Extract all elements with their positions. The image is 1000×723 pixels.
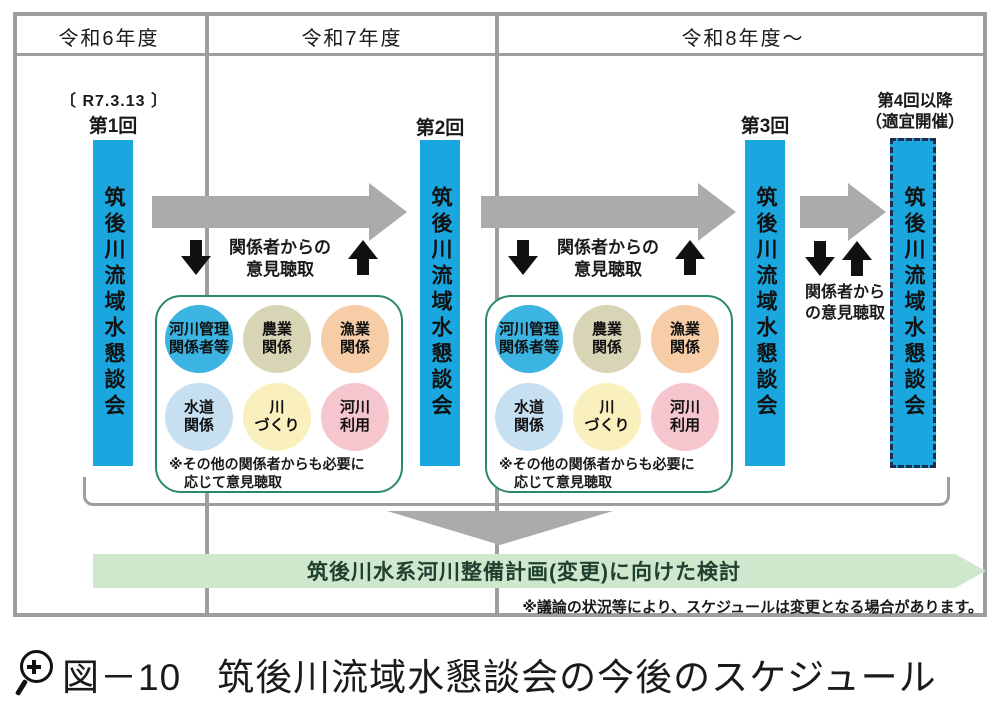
stakeholder-circle-river-use: 河川利用 xyxy=(651,383,719,451)
stakeholder-box-2: 河川管理関係者等 農業関係 漁業関係 水道関係 川づくり 河川利用 ※その他の関… xyxy=(485,295,733,493)
timeline-arrow-2 xyxy=(481,183,736,241)
stakeholder-note-line2: 応じて意見聴取 xyxy=(184,474,282,491)
feedback-text-line: の意見聴取 xyxy=(804,304,885,322)
meeting3-label: 第3回 xyxy=(740,116,790,137)
stakeholder-circle-river-managers: 河川管理関係者等 xyxy=(495,305,563,373)
schedule-change-note: ※議論の状況等により、スケジュールは変更となる場合があります。 xyxy=(522,599,983,616)
meeting1-label: 第1回 xyxy=(88,116,138,137)
header-reiwa8: 令和8年度～ xyxy=(681,28,805,50)
stakeholder-circle-fishery: 漁業関係 xyxy=(651,305,719,373)
feedback-text-line: 関係者から xyxy=(804,284,885,301)
funnel-down-arrow-icon xyxy=(387,511,613,545)
stakeholder-note-line2: 応じて意見聴取 xyxy=(514,474,612,491)
timeline-arrow-1 xyxy=(152,183,407,241)
meeting4-bar-dashed: 筑後川流域水懇談会 xyxy=(890,138,936,468)
stakeholder-note-line1: ※その他の関係者からも必要に xyxy=(169,456,365,472)
review-band-arrow: 筑後川水系河川整備計画(変更)に向けた検討 xyxy=(93,554,955,588)
stakeholder-circle-river-building: 川づくり xyxy=(243,383,311,451)
stakeholder-note-line1: ※その他の関係者からも必要に xyxy=(499,456,695,472)
figure-caption: 図－10 筑後川流域水懇談会の今後のスケジュール xyxy=(12,642,937,706)
figure-title: 筑後川流域水懇談会の今後のスケジュール xyxy=(217,657,937,698)
meeting1-date: 〔 R7.3.13 〕 xyxy=(60,93,168,110)
arrow-head-icon xyxy=(369,183,407,241)
figure-number: 図－10 xyxy=(62,657,182,698)
feedback-text-line: 意見聴取 xyxy=(246,260,314,280)
stakeholder-note: ※その他の関係者からも必要に 応じて意見聴取 xyxy=(499,455,695,491)
chart-frame xyxy=(13,12,987,617)
meeting2-name: 筑後川流域水懇談会 xyxy=(429,186,452,420)
feedback-text-3: 関係者から の意見聴取 xyxy=(793,283,897,325)
meeting4-name: 筑後川流域水懇談会 xyxy=(902,186,925,420)
meeting2-label: 第2回 xyxy=(415,118,465,139)
header-reiwa6: 令和6年度 xyxy=(58,28,160,50)
timeline-arrow-3 xyxy=(800,183,886,241)
review-band-text: 筑後川水系河川整備計画(変更)に向けた検討 xyxy=(307,561,741,584)
down-arrow-icon xyxy=(181,240,211,275)
meeting2-bar: 筑後川流域水懇談会 xyxy=(420,140,460,466)
meeting3-name: 筑後川流域水懇談会 xyxy=(754,186,777,420)
stakeholder-box-1: 河川管理関係者等 農業関係 漁業関係 水道関係 川づくり 河川利用 ※その他の関… xyxy=(155,295,403,493)
stakeholder-circle-waterworks: 水道関係 xyxy=(165,383,233,451)
stakeholder-note: ※その他の関係者からも必要に 応じて意見聴取 xyxy=(169,455,365,491)
meeting1-bar: 筑後川流域水懇談会 xyxy=(93,140,133,466)
feedback-text-line: 関係者からの xyxy=(557,238,659,257)
header-separator xyxy=(13,53,987,56)
feedback-text-1: 関係者からの 意見聴取 xyxy=(205,237,355,281)
meeting1-name: 筑後川流域水懇談会 xyxy=(102,186,125,420)
feedback-text-line: 関係者からの xyxy=(229,238,331,257)
stakeholder-circle-fishery: 漁業関係 xyxy=(321,305,389,373)
review-band-arrow-tip xyxy=(955,554,986,588)
arrow-head-icon xyxy=(698,183,736,241)
feedback-text-2: 関係者からの 意見聴取 xyxy=(533,237,683,281)
stakeholder-circle-waterworks: 水道関係 xyxy=(495,383,563,451)
down-arrow-icon xyxy=(805,241,835,276)
stakeholder-circle-agriculture: 農業関係 xyxy=(243,305,311,373)
meeting4-label-line2: （適宜開催） xyxy=(865,112,965,131)
stakeholder-circle-agriculture: 農業関係 xyxy=(573,305,641,373)
up-arrow-icon xyxy=(842,241,872,276)
feedback-text-line: 意見聴取 xyxy=(574,260,642,280)
stakeholder-circle-river-use: 河川利用 xyxy=(321,383,389,451)
stakeholder-circle-river-managers: 河川管理関係者等 xyxy=(165,305,233,373)
zoom-in-magnifier-icon[interactable] xyxy=(12,646,54,702)
up-arrow-icon xyxy=(675,240,705,275)
down-arrow-icon xyxy=(508,240,538,275)
arrow-head-icon xyxy=(848,183,886,241)
collect-bracket xyxy=(83,477,950,506)
meeting4-label: 第4回以降 （適宜開催） xyxy=(855,91,975,132)
meeting4-label-line1: 第4回以降 xyxy=(877,92,953,110)
stakeholder-circle-river-building: 川づくり xyxy=(573,383,641,451)
meeting3-bar: 筑後川流域水懇談会 xyxy=(745,140,785,466)
header-reiwa7: 令和7年度 xyxy=(301,28,403,50)
up-arrow-icon xyxy=(348,240,378,275)
